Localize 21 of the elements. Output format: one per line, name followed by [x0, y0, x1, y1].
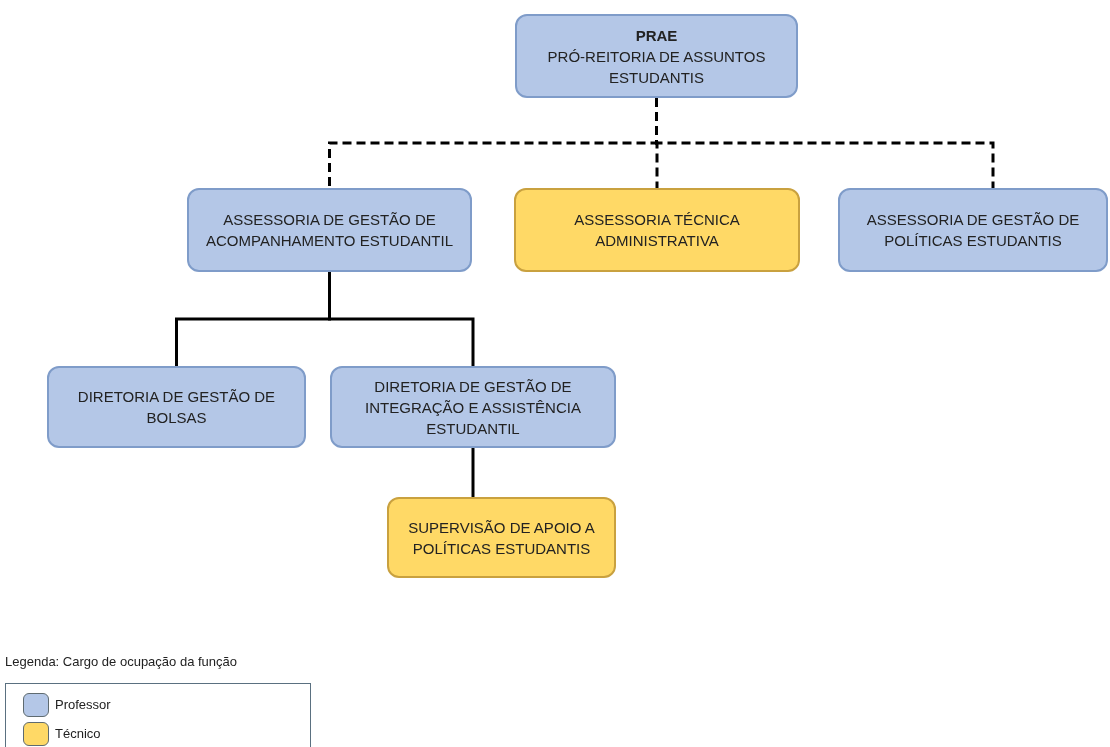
unit-name: SUPERVISÃO DE APOIO A POLÍTICAS ESTUDANTIS	[407, 517, 596, 559]
legend-text: Técnico	[55, 725, 101, 744]
org-unit-box	[187, 188, 472, 272]
unit-name: ASSESSORIA DE GESTÃO DE ACOMPANHAMENTO ESTUDANTIL	[205, 210, 454, 251]
connector-line	[328, 272, 475, 366]
org-unit-box	[387, 497, 616, 578]
unit-name: DIRETORIA DE GESTÃO DE INTEGRAÇÃO E ASSISTÊNCIA ESTUDANTIL	[364, 376, 582, 439]
unit-name: PRÓ-REITORIA DE ASSUNTOS ESTUDANTIS	[546, 46, 767, 88]
org-unit-box	[330, 366, 616, 448]
org-unit-box	[838, 188, 1108, 272]
connector-line	[655, 98, 995, 188]
unit-acronym: PRAE	[635, 25, 678, 46]
org-unit-box	[515, 14, 798, 98]
unit-name: ASSESSORIA TÉCNICA ADMINISTRATIVA	[573, 210, 741, 251]
org-unit-box	[47, 366, 306, 448]
connector-line	[471, 448, 475, 497]
org-unit-box	[514, 188, 800, 272]
legend-title: Legenda: Cargo de ocupação da função	[5, 653, 238, 671]
legend-text: Professor	[55, 696, 111, 715]
unit-name: ASSESSORIA DE GESTÃO DE POLÍTICAS ESTUDANTIS	[865, 210, 1081, 251]
unit-name: DIRETORIA DE GESTÃO DE BOLSAS	[76, 387, 277, 428]
